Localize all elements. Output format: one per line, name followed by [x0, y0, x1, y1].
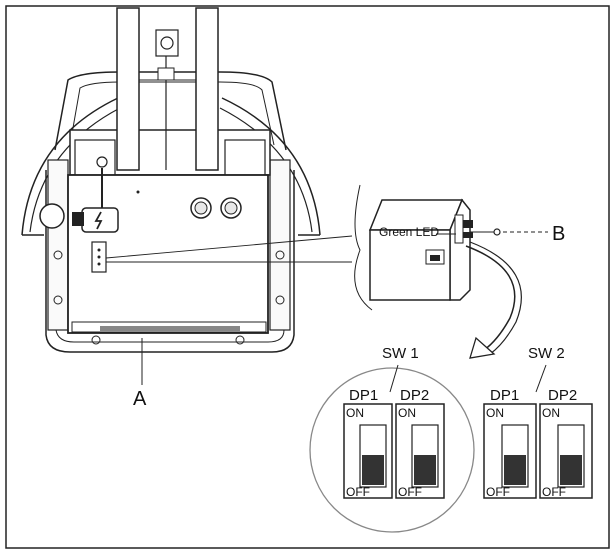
callout-bracket — [354, 184, 373, 311]
sw1-dp1-on: ON — [346, 406, 364, 420]
sw1-label: SW 1 — [382, 345, 419, 362]
sw1-dp1-label: DP1 — [349, 387, 378, 404]
outer-border — [5, 5, 610, 549]
sw1-dp2-off: OFF — [398, 485, 422, 499]
main-unit — [21, 7, 321, 353]
sw2-dp1-off: OFF — [486, 485, 510, 499]
sw2-dp1-on: ON — [486, 406, 504, 420]
leader-line-top — [105, 235, 353, 259]
sw2-dp2-label: DP2 — [548, 387, 577, 404]
sw2-label: SW 2 — [528, 345, 565, 362]
sw1-dp2-switch[interactable] — [395, 403, 445, 499]
curved-arrow — [465, 241, 522, 359]
sw1-dp1-off: OFF — [346, 485, 370, 499]
sw1-leader — [389, 364, 399, 393]
label-a: A — [133, 388, 147, 410]
sw2-dp1-switch[interactable] — [483, 403, 537, 499]
sw2-dp1-label: DP1 — [490, 387, 519, 404]
label-b: B — [552, 223, 565, 245]
green-led-label: Green LED — [379, 225, 439, 239]
module-detail — [368, 198, 501, 301]
sw1-dp2-on: ON — [398, 406, 416, 420]
sw2-dp2-on: ON — [542, 406, 560, 420]
sw1-dp2-label: DP2 — [400, 387, 429, 404]
sw1-dp1-switch[interactable] — [343, 403, 393, 499]
sw2-dp2-switch[interactable] — [539, 403, 593, 499]
sw2-leader — [535, 364, 547, 393]
sw2-dp2-off: OFF — [542, 485, 566, 499]
